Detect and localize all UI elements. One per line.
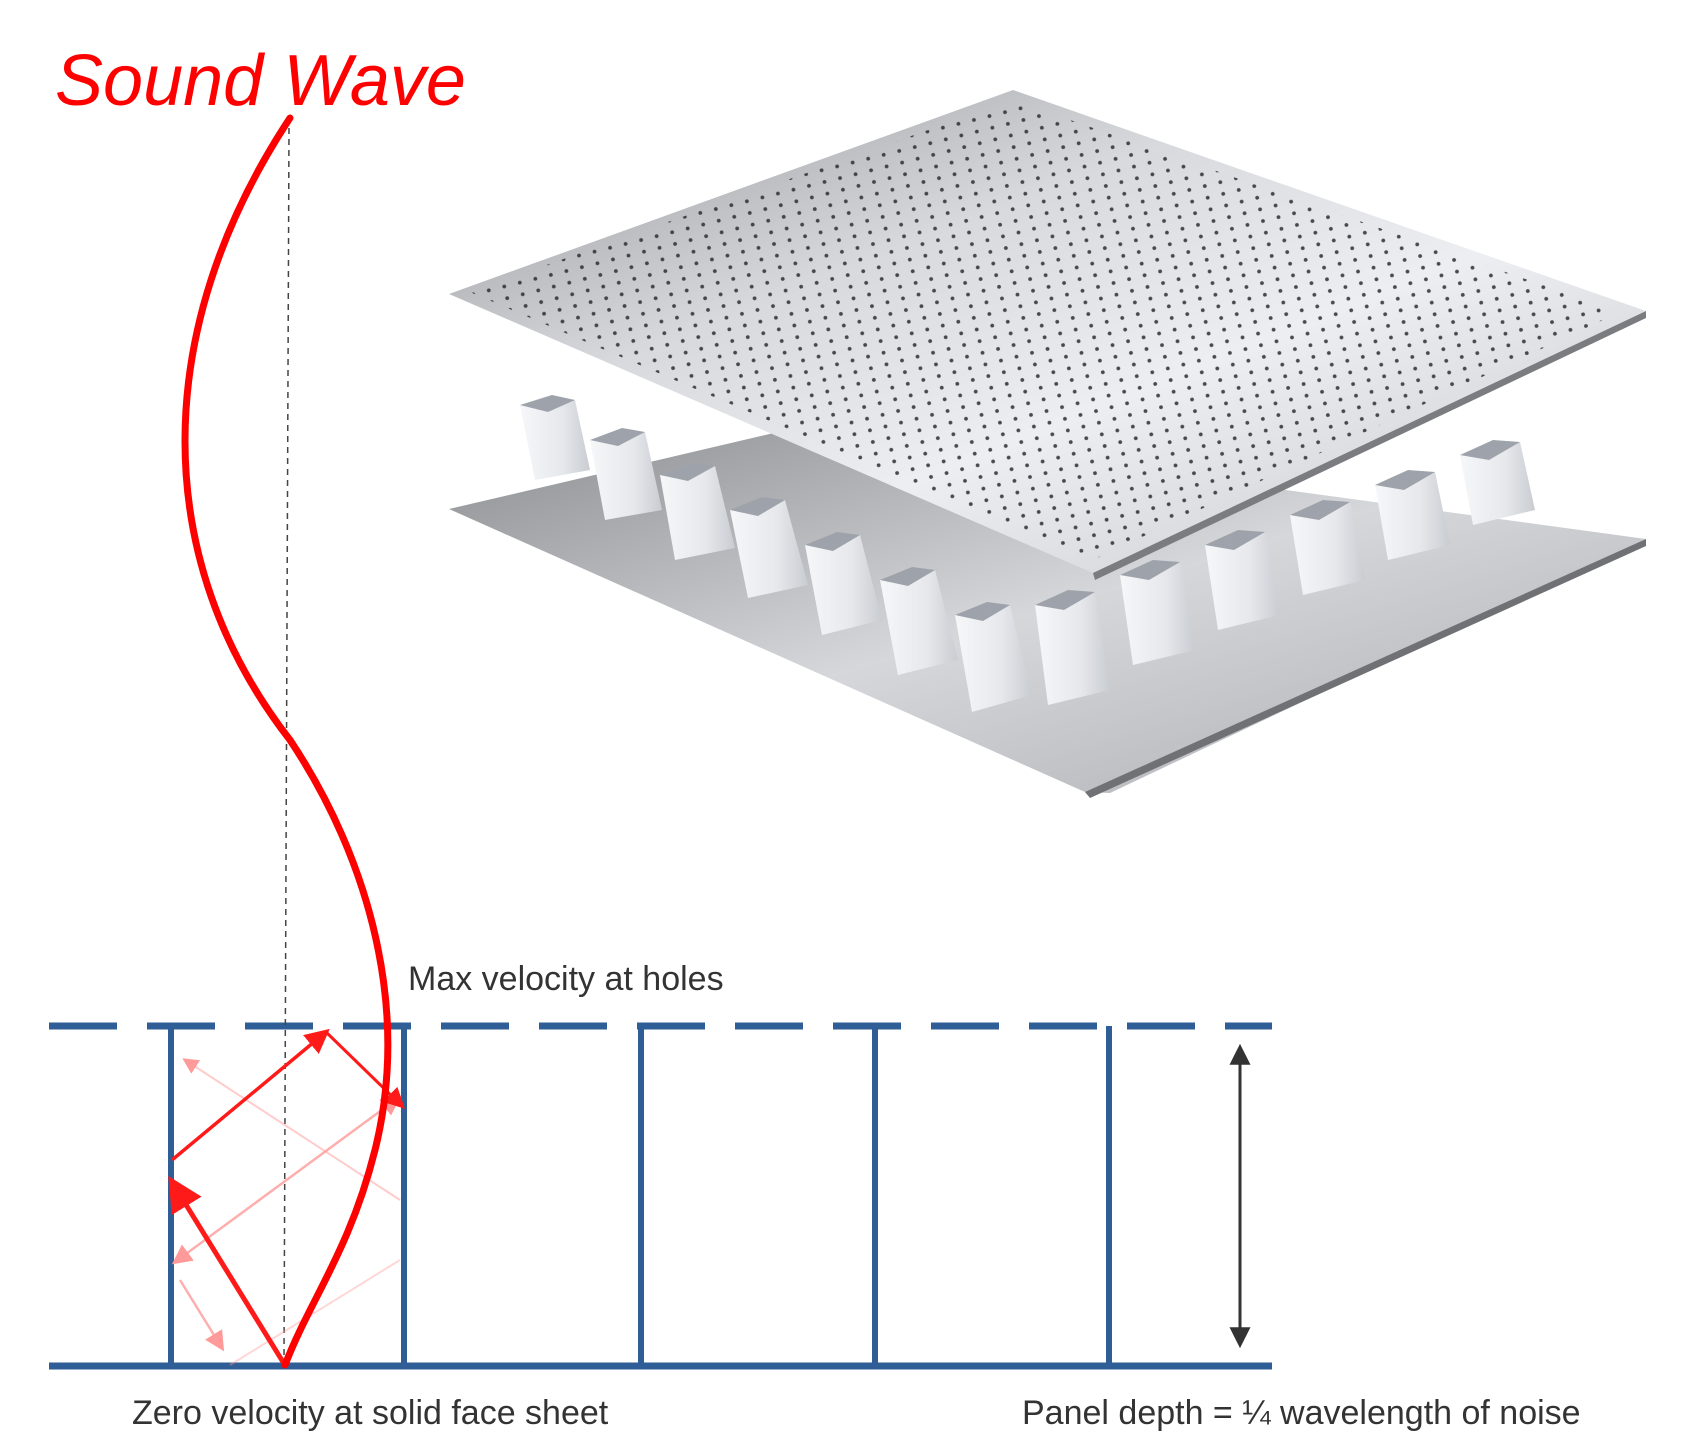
reflection-arrow: [178, 1279, 225, 1352]
panel-depth-label: Panel depth = ¼ wavelength of noise: [1022, 1394, 1581, 1432]
honeycomb-cell: [1290, 500, 1365, 595]
honeycomb-cell: [590, 428, 662, 520]
ray-arrow: [168, 1176, 286, 1364]
honeycomb-cell: [1035, 590, 1110, 705]
honeycomb-cell: [955, 602, 1032, 712]
honeycomb-cell: [730, 497, 808, 598]
perforated-top-sheet-edge: [1093, 311, 1646, 580]
bottom-face-sheet-edge: [1085, 539, 1646, 798]
sound-wave-curve: [181, 114, 392, 1369]
honeycomb-cell: [1205, 530, 1280, 630]
honeycomb-cell: [1460, 440, 1535, 525]
zero-velocity-label: Zero velocity at solid face sheet: [132, 1394, 609, 1432]
reflected-ray-arrows: [171, 1058, 402, 1366]
honeycomb-cell: [1375, 470, 1450, 560]
reflection-arrow: [171, 1095, 402, 1265]
ray-arrow: [324, 1030, 406, 1109]
ray-arrow: [170, 1028, 330, 1162]
reflection-arrow: [229, 1259, 401, 1366]
honeycomb-cell: [880, 567, 958, 675]
incident-ray-arrows: [168, 1028, 406, 1364]
honeycomb-core: [520, 395, 1535, 712]
honeycomb-panel-illustration: [449, 90, 1646, 798]
max-velocity-label: Max velocity at holes: [408, 960, 724, 998]
honeycomb-cell: [1120, 560, 1195, 665]
perforation-holes: [470, 100, 1620, 560]
honeycomb-cell: [520, 395, 590, 480]
honeycomb-cell: [805, 532, 882, 635]
panel-cross-section: [49, 1022, 1272, 1370]
honeycomb-cell: [660, 463, 735, 560]
sound-wave-title: Sound Wave: [55, 41, 466, 121]
